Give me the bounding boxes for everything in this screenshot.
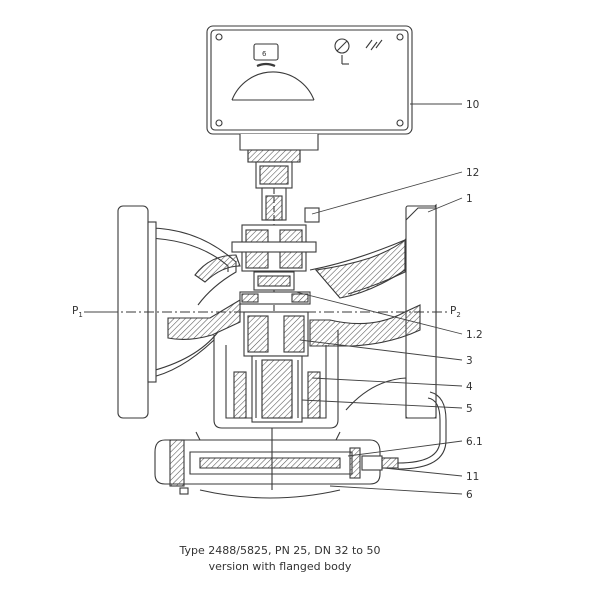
callout-4: 4 (466, 381, 473, 393)
callout-12: 12 (466, 167, 479, 179)
lower-housing (213, 311, 339, 429)
caption-line-1: Type 2488/5825, PN 25, DN 32 to 50 (178, 544, 380, 557)
callout-1: 1 (466, 193, 473, 205)
callout-6: 6 (466, 489, 473, 501)
valve-bonnet (231, 224, 317, 291)
hand-icon (365, 39, 383, 51)
actuator-screw-icon (215, 33, 404, 127)
vent-screw-icon (304, 207, 320, 223)
adjust-knob-icon (334, 38, 350, 54)
control-line (361, 391, 447, 471)
dial-mark: 6 (262, 50, 267, 58)
callout-1-2: 1.2 (466, 329, 483, 341)
caption-line-2: version with flanged body (209, 560, 352, 573)
dial-arc (231, 71, 315, 101)
callout-11: 11 (466, 471, 479, 483)
diaphragm-actuator (154, 428, 381, 499)
callout-10: 10 (466, 99, 479, 111)
actuator-housing (206, 25, 413, 135)
drain-screw-icon (179, 487, 189, 495)
label-p1: P1 (72, 305, 83, 319)
clamp-left (169, 439, 185, 487)
callout-5: 5 (466, 403, 473, 415)
callout-labels: 10 12 1 1.2 3 4 5 6.1 11 6 (466, 99, 483, 501)
dial-window-icon (253, 43, 279, 61)
callout-3: 3 (466, 355, 473, 367)
fitting-icon (361, 455, 383, 471)
label-p2: P2 (450, 305, 461, 319)
callout-leaders (84, 103, 463, 495)
callout-6-1: 6.1 (466, 436, 483, 448)
actuator-coupling (239, 134, 320, 325)
valve-outline (90, 25, 448, 499)
pressure-labels: P1 P2 (72, 305, 461, 319)
clamp-right (349, 447, 361, 479)
figure-caption: Type 2488/5825, PN 25, DN 32 to 50 versi… (178, 544, 380, 573)
